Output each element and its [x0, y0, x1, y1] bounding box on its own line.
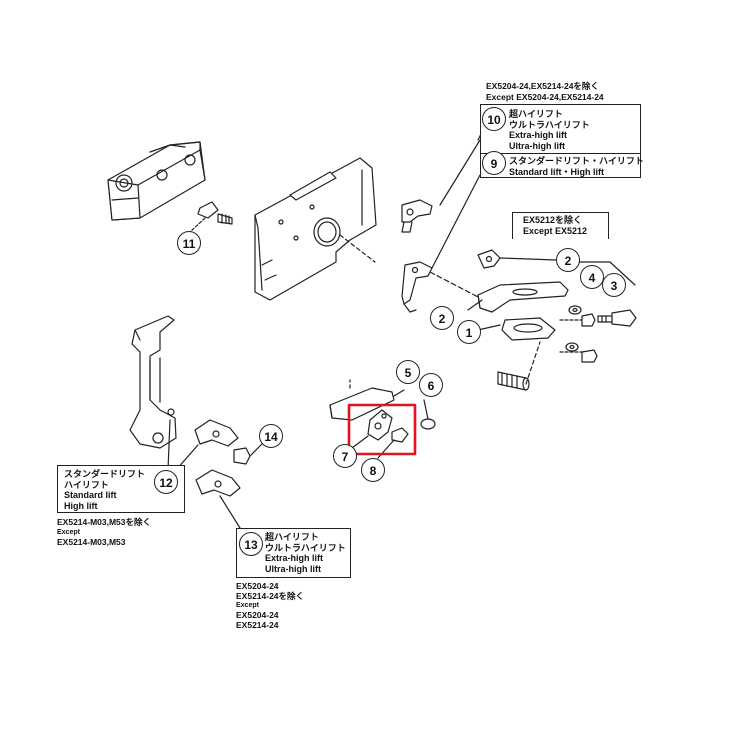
lift-type-box-upper: 超ハイリフト ウルトラハイリフト Extra-high lift Ultra-h…	[480, 104, 644, 178]
box10-jp2: ウルトラハイリフト	[509, 119, 590, 130]
part-1-slide	[477, 317, 556, 341]
note13-line5: EX5214-24	[236, 620, 279, 630]
box12-jp2: ハイリフト	[64, 479, 109, 490]
note12-line3: EX5214-M03,M53	[57, 537, 126, 547]
note12-line1: EX5214-M03,M53を除く	[57, 517, 152, 527]
callout-13: 13	[239, 532, 263, 556]
box9-en: Standard lift・High lift	[509, 166, 604, 177]
callout-11: 11	[177, 231, 201, 255]
part-14-screw	[233, 443, 263, 465]
callout-10: 10	[482, 107, 506, 131]
top-note-jp: EX5204-24,EX5214-24を除く	[486, 81, 599, 91]
part-3-screw	[597, 309, 637, 327]
part-arm	[129, 315, 177, 449]
callout-9: 9	[482, 151, 506, 175]
note13-line2: EX5214-24を除く	[236, 591, 305, 601]
note12-line2: Except	[57, 529, 80, 536]
part-7-cam	[351, 409, 393, 449]
callout-1: 1	[457, 320, 481, 344]
part-2-lower-bracket	[467, 281, 569, 313]
callout-2-lower: 2	[430, 306, 454, 330]
box13-en2: Ultra-high lift	[265, 563, 321, 574]
note13-line1: EX5204-24	[236, 581, 279, 591]
part-10-lever	[401, 139, 481, 233]
box13-jp1: 超ハイリフト	[265, 532, 319, 542]
box10-en1: Extra-high lift	[509, 130, 567, 140]
part-2-upper	[477, 249, 557, 269]
highlight-box	[347, 403, 417, 456]
ex5212-jp: EX5212を除く	[523, 215, 583, 225]
box10-jp1: 超ハイリフト	[509, 109, 563, 119]
part-screw-small	[559, 313, 598, 363]
box13-jp2: ウルトラハイリフト	[265, 542, 346, 553]
top-note-en: Except EX5204-24,EX5214-24	[486, 92, 604, 102]
box12-en2: High lift	[64, 500, 98, 511]
box12-en1: Standard lift	[64, 490, 117, 500]
box13-en1: Extra-high lift	[265, 553, 323, 563]
callout-5: 5	[396, 360, 420, 384]
callout-12: 12	[154, 470, 178, 494]
callout-3: 3	[602, 273, 626, 297]
part-9-lever	[401, 174, 481, 313]
note13-line3: Except	[236, 602, 259, 609]
callout-7: 7	[333, 444, 357, 468]
part-4-washer	[565, 305, 582, 352]
note13-line4: EX5204-24	[236, 610, 279, 620]
box12-jp1: スタンダードリフト	[64, 469, 146, 479]
box10-en2: Ultra-high lift	[509, 140, 565, 151]
part-block	[107, 141, 206, 221]
ex5212-en: Except EX5212	[523, 226, 588, 236]
except-ex5212-box: EX5212を除く Except EX5212	[512, 212, 609, 239]
box9-jp: スタンダードリフト・ハイリフト	[509, 156, 644, 166]
callout-14: 14	[259, 424, 283, 448]
part-6-collar	[420, 399, 436, 430]
part-long-screw	[497, 341, 541, 391]
part-13-link	[195, 469, 241, 529]
part-12-link	[175, 419, 239, 471]
part-11-pin	[189, 201, 233, 233]
callout-4: 4	[580, 265, 604, 289]
leader	[167, 419, 171, 471]
callout-2-upper: 2	[556, 248, 580, 272]
part-5-plate	[329, 379, 405, 421]
callout-8: 8	[361, 458, 385, 482]
callout-6: 6	[419, 373, 443, 397]
part-plate	[254, 157, 377, 301]
